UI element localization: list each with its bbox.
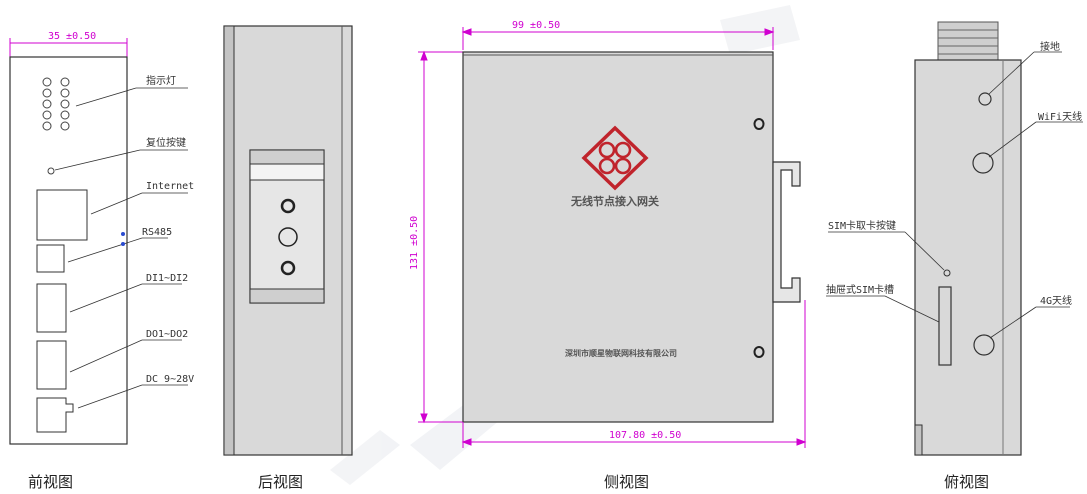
ground-screw — [978, 92, 992, 106]
side-depth-label: 107.80 ±0.50 — [609, 430, 681, 441]
ground-label: 接地 — [1040, 40, 1060, 53]
din-rail-top-band — [249, 163, 325, 181]
power-port — [36, 397, 74, 433]
antenna-4g-port — [973, 334, 995, 356]
internet-label: Internet — [146, 181, 194, 192]
reset-label: 复位按键 — [146, 136, 186, 149]
side-view: 99 ±0.50 131 ±0.50 无线节点接入网关 深圳市顺星物联网科技有限… — [409, 20, 807, 491]
sim-slot-label: 抽屉式SIM卡槽 — [826, 283, 894, 296]
front-view-caption: 前视图 — [28, 473, 73, 491]
side-height-dimension — [418, 50, 463, 424]
antenna-4g-label: 4G天线 — [1040, 294, 1072, 307]
sim-eject-button[interactable] — [943, 269, 951, 277]
do-port — [36, 340, 67, 390]
back-view-caption: 后视图 — [258, 473, 303, 491]
rs485-port — [36, 244, 65, 273]
internet-port — [36, 189, 88, 241]
side-depth-dimension — [461, 300, 807, 448]
di-label: DI1~DI2 — [146, 273, 188, 284]
side-height-label: 131 ±0.50 — [409, 216, 420, 270]
reset-button[interactable] — [47, 167, 55, 175]
product-name-text: 无线节点接入网关 — [570, 194, 659, 208]
front-leader-lines — [54, 87, 188, 409]
front-width-label: 35 ±0.50 — [48, 31, 96, 42]
side-din-clip — [772, 161, 801, 303]
back-view: 后视图 — [223, 25, 353, 491]
wifi-label: WiFi天线 — [1038, 110, 1082, 123]
din-rail-top — [249, 149, 325, 165]
sim-eject-label: SIM卡取卡按键 — [828, 219, 896, 232]
top-panel-notch — [914, 424, 923, 456]
rs485-label: RS485 — [142, 227, 172, 238]
back-panel-edge — [223, 25, 235, 456]
top-leader-lines — [826, 51, 1083, 339]
front-markers — [121, 232, 125, 246]
watermark — [330, 5, 800, 485]
do-label: DO1~DO2 — [146, 329, 188, 340]
side-width-label: 99 ±0.50 — [512, 20, 560, 31]
di-port — [36, 283, 67, 333]
wifi-antenna-port — [972, 152, 994, 174]
indicator-leds — [42, 77, 70, 131]
indicator-label: 指示灯 — [146, 74, 176, 87]
back-mount-hole-bottom — [280, 260, 296, 276]
sim-card-slot — [938, 286, 952, 366]
back-mount-hole-middle — [278, 227, 298, 247]
side-screw-top — [753, 118, 765, 130]
din-rail-bottom-band — [249, 288, 325, 304]
front-view: 35 ±0.50 指示灯 复位按键 Internet — [9, 31, 194, 491]
side-width-dimension — [461, 27, 775, 50]
company-name-text: 深圳市顺星物联网科技有限公司 — [565, 348, 677, 358]
side-view-caption: 侧视图 — [604, 473, 649, 491]
top-view: 接地 WiFi天线 SIM卡取卡按键 抽屉式SIM卡槽 4G天线 俯视图 — [826, 21, 1083, 491]
power-label: DC 9~28V — [146, 374, 194, 385]
side-panel — [462, 51, 774, 423]
top-view-caption: 俯视图 — [944, 473, 989, 491]
front-width-dimension — [9, 38, 128, 58]
side-screw-bottom — [753, 346, 765, 358]
back-mount-hole-top — [280, 198, 296, 214]
brand-logo — [581, 125, 649, 191]
front-panel — [9, 56, 128, 445]
